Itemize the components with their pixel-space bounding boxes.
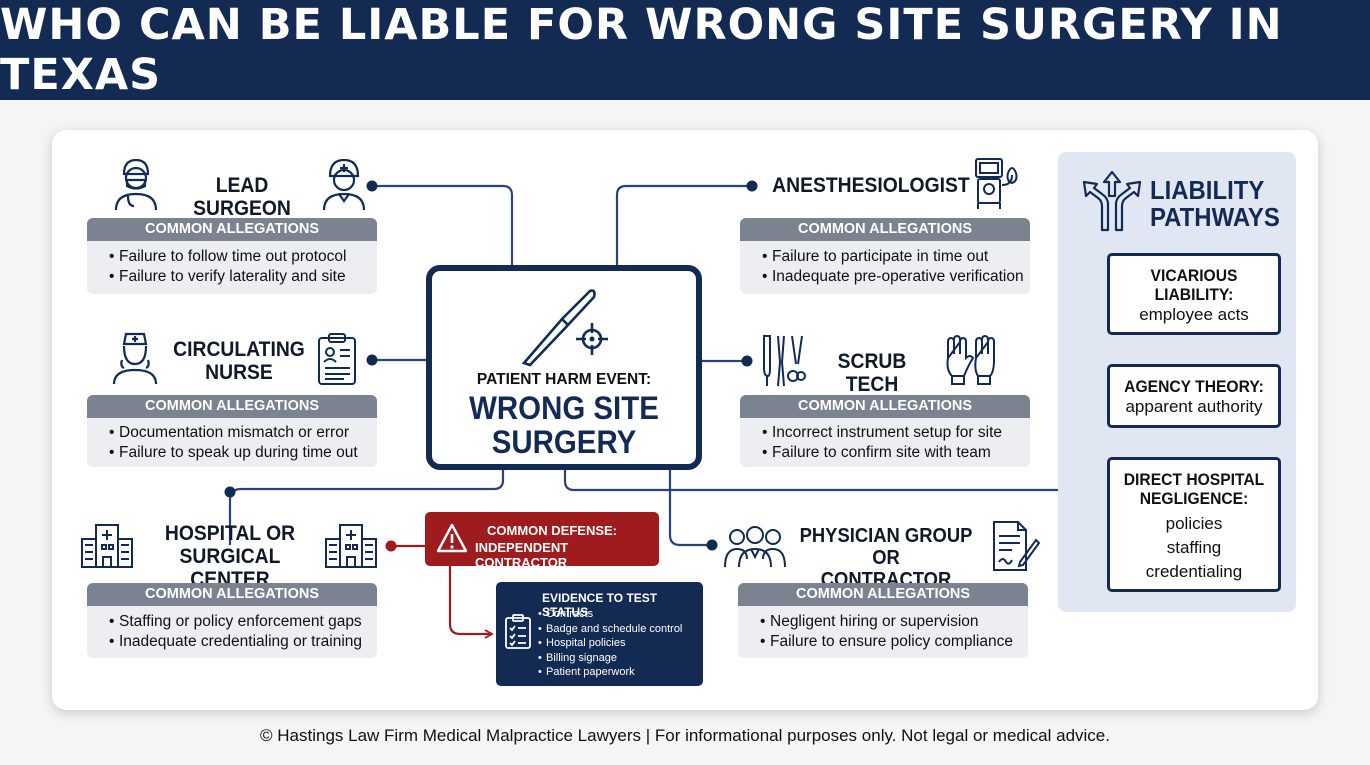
pathway-detail: credentialing — [1145, 562, 1243, 581]
surgical-instruments-icon — [763, 335, 806, 387]
role-title-line: HOSPITAL OR — [164, 522, 296, 545]
evidence-item: Hospital policies — [538, 636, 682, 651]
defense-value: INDEPENDENT CONTRACTOR — [475, 540, 569, 570]
allegations-header: COMMON ALLEGATIONS — [740, 218, 1030, 241]
pathway-heading: VICARIOUS — [1150, 266, 1238, 285]
allegations-hospital: COMMON ALLEGATIONS Staffing or policy en… — [87, 583, 377, 658]
pathways-title: LIABILITY PATHWAYS — [1150, 177, 1280, 231]
checklist-icon — [505, 614, 531, 649]
pathways-title-line: PATHWAYS — [1150, 202, 1280, 232]
allegations-header: COMMON ALLEGATIONS — [738, 583, 1028, 606]
gloves-icon — [946, 334, 995, 385]
warning-icon — [436, 523, 468, 553]
footer-disclaimer: © Hastings Law Firm Medical Malpractice … — [260, 726, 1110, 745]
allegation-item: Failure to confirm site with team — [762, 443, 1020, 463]
allegations-header: COMMON ALLEGATIONS — [740, 395, 1030, 418]
pathways-title-line: LIABILITY — [1150, 175, 1265, 205]
role-title-scrub-tech: SCRUB TECH — [837, 350, 907, 396]
scalpel-target-icon — [521, 289, 608, 367]
allegations-anesthesiologist: COMMON ALLEGATIONS Failure to participat… — [740, 218, 1030, 294]
center-event-box: PATIENT HARM EVENT: WRONG SITE SURGERY — [426, 265, 702, 470]
pathway-vicarious-liability: VICARIOUS LIABILITY: employee acts — [1107, 253, 1281, 335]
allegations-physician-group: COMMON ALLEGATIONS Negligent hiring or s… — [738, 583, 1028, 658]
allegation-item: Inadequate pre-operative verification — [762, 267, 1024, 287]
physician-group-icon — [724, 526, 786, 568]
pathway-heading: NEGLIGENCE: — [1139, 489, 1249, 508]
pathway-agency-theory: AGENCY THEORY: apparent authority — [1107, 364, 1281, 428]
center-main-line: SURGERY — [491, 424, 637, 460]
evidence-item: Contracts — [538, 607, 682, 622]
role-title-anesthesiologist: ANESTHESIOLOGIST — [772, 174, 970, 197]
evidence-item: Patient paperwork — [538, 665, 682, 680]
pathway-heading: LIABILITY: — [1154, 285, 1234, 304]
contract-document-icon — [993, 521, 1040, 571]
allegations-header: COMMON ALLEGATIONS — [87, 583, 377, 606]
pathway-detail: policies — [1165, 514, 1223, 533]
evidence-box: EVIDENCE TO TEST STATUS Contracts Badge … — [496, 582, 703, 686]
pathway-detail: apparent authority — [1125, 397, 1263, 416]
allegation-item: Documentation mismatch or error — [109, 423, 367, 443]
center-main-line: WRONG SITE — [469, 390, 659, 426]
clipboard-icon — [318, 333, 356, 385]
allegations-lead-surgeon: COMMON ALLEGATIONS Failure to follow tim… — [87, 218, 377, 294]
role-title-line: NURSE — [205, 361, 273, 384]
allegation-item: Staffing or policy enforcement gaps — [109, 612, 367, 632]
allegation-item: Incorrect instrument setup for site — [762, 423, 1020, 443]
common-defense-box: COMMON DEFENSE: INDEPENDENT CONTRACTOR — [425, 512, 659, 570]
allegations-circulating-nurse: COMMON ALLEGATIONS Documentation mismatc… — [87, 395, 377, 467]
allegation-item: Failure to speak up during time out — [109, 443, 367, 463]
allegation-item: Failure to participate in time out — [762, 247, 1020, 267]
surgeon-icon — [114, 158, 158, 211]
allegation-item: Failure to verify laterality and site — [109, 267, 367, 287]
allegations-scrub-tech: COMMON ALLEGATIONS Incorrect instrument … — [740, 395, 1030, 467]
role-title-line: PHYSICIAN GROUP OR — [799, 525, 973, 569]
center-subtitle: PATIENT HARM EVENT: — [476, 371, 652, 388]
role-title-circulating-nurse: CIRCULATING NURSE — [170, 338, 308, 384]
allegations-header: COMMON ALLEGATIONS — [87, 395, 377, 418]
hospital-building-icon — [81, 524, 133, 568]
pathway-direct-hospital-negligence: DIRECT HOSPITAL NEGLIGENCE: policies sta… — [1107, 457, 1281, 592]
evidence-item: Badge and schedule control — [538, 622, 682, 637]
header-banner: WHO CAN BE LIABLE FOR WRONG SITE SURGERY… — [0, 0, 1370, 100]
allegation-item: Failure to follow time out protocol — [109, 247, 367, 267]
directional-arrows-icon — [1082, 170, 1142, 232]
page-title: WHO CAN BE LIABLE FOR WRONG SITE SURGERY… — [0, 0, 1283, 100]
allegation-item: Inadequate credentialing or training — [109, 632, 367, 652]
pathway-detail: employee acts — [1139, 305, 1249, 324]
role-title-hospital: HOSPITAL OR SURGICAL CENTER — [145, 522, 314, 591]
allegation-item: Negligent hiring or supervision — [760, 612, 1018, 632]
surgeon-cross-icon — [322, 158, 366, 211]
defense-label: COMMON DEFENSE: — [487, 523, 617, 538]
allegations-header: COMMON ALLEGATIONS — [87, 218, 377, 241]
pathway-heading: DIRECT HOSPITAL — [1123, 470, 1265, 489]
allegation-item: Failure to ensure policy compliance — [760, 632, 1018, 652]
hospital-building-icon — [325, 524, 377, 568]
nurse-icon — [112, 332, 158, 385]
center-main-title: WRONG SITE SURGERY — [443, 391, 686, 459]
role-title-line: CIRCULATING — [173, 338, 305, 361]
anesthesia-machine-icon — [975, 158, 1018, 209]
pathway-detail: staffing — [1166, 538, 1222, 557]
evidence-item: Billing signage — [538, 651, 682, 666]
pathway-heading: AGENCY THEORY: — [1124, 377, 1264, 396]
role-title-lead-surgeon: LEAD SURGEON — [193, 174, 291, 220]
